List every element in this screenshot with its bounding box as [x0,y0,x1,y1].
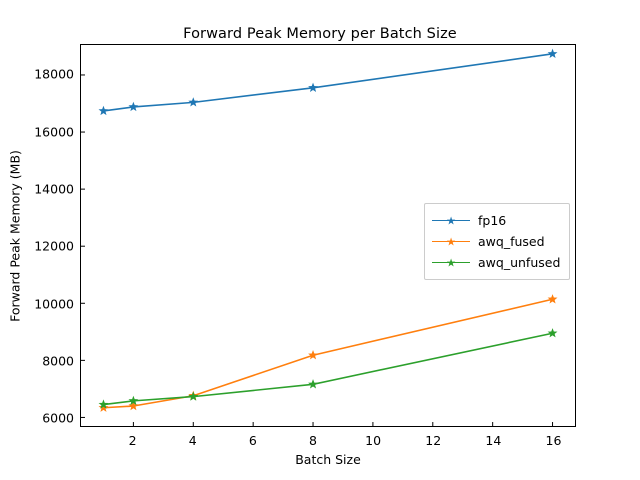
data-point-marker [547,328,558,338]
data-point-marker [308,82,318,92]
legend-line [432,219,470,222]
y-tick-label: 10000 [34,296,74,312]
y-tick-label: 6000 [42,410,74,426]
y-tick-label: 18000 [34,66,74,82]
legend-star-icon: ★ [446,235,456,248]
data-point-marker [128,400,139,411]
legend-item-awq_fused[interactable]: ★ awq_fused [432,231,560,252]
legend-swatch-icon: ★ [432,235,470,249]
x-axis-tick-labels: 2 4 6 8 10 12 14 16 [80,427,576,451]
data-point-marker [547,294,558,304]
legend-swatch-icon: ★ [432,256,470,270]
y-tick-label: 8000 [42,353,74,369]
legend-label: awq_fused [478,234,545,249]
data-point-marker [188,97,199,107]
y-axis-tick-labels: 6000 8000 10000 12000 14000 16000 18000 [6,44,74,427]
x-tick-label: 10 [365,433,382,448]
data-point-marker [128,395,139,406]
x-tick-label: 12 [425,433,442,448]
x-tick-label: 16 [545,433,562,448]
data-point-marker [308,350,318,360]
data-point-marker [308,379,318,389]
y-tick-label: 14000 [34,181,74,197]
series-line [103,53,553,112]
x-tick-label: 8 [308,433,317,448]
series-fp16 [98,48,558,116]
legend-label: fp16 [478,213,507,228]
y-tick-label: 16000 [34,124,74,139]
x-axis-label: Batch Size [295,452,361,467]
chart-legend[interactable]: ★ fp16 ★ awq_fused ★ awq_unfused [424,203,571,280]
series-line [103,298,553,409]
legend-label: awq_unfused [478,255,561,270]
x-tick-label: 2 [128,433,137,448]
series-awq_unfused [98,328,558,409]
legend-swatch-icon: ★ [432,214,470,228]
chart-title: Forward Peak Memory per Batch Size [183,26,457,42]
y-tick-label: 12000 [34,238,74,254]
data-point-marker [128,101,139,112]
legend-item-awq_unfused[interactable]: ★ awq_unfused [432,252,560,273]
x-tick-label: 14 [485,433,502,448]
x-tick-label: 4 [188,433,197,448]
data-point-marker [547,48,558,59]
legend-star-icon: ★ [446,214,456,227]
x-tick-label: 6 [248,433,257,448]
series-awq_fused [98,294,558,412]
plot-svg [81,48,558,426]
data-point-marker [188,391,199,401]
legend-star-icon: ★ [446,256,456,269]
legend-line [432,240,470,243]
data-point-marker [98,402,109,412]
data-point-marker [98,399,109,409]
legend-line [432,261,470,264]
series-line [103,332,553,406]
data-point-marker [98,105,109,116]
legend-item-fp16[interactable]: ★ fp16 [432,210,560,231]
